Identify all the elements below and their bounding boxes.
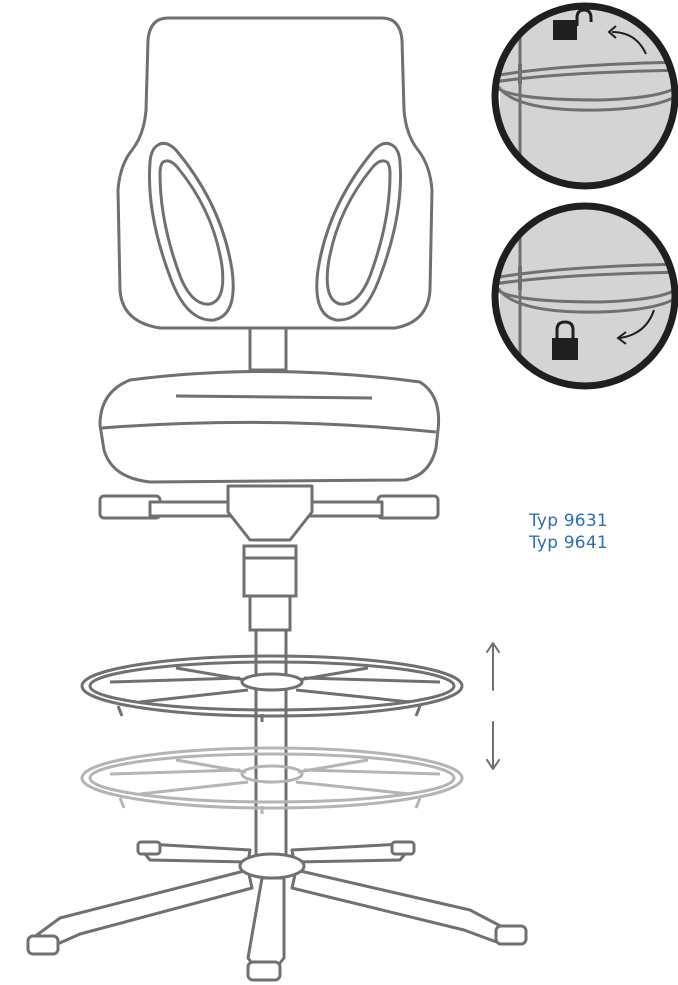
backrest [116, 16, 434, 330]
lock-closed-icon [552, 320, 578, 360]
detail-locked [491, 202, 678, 390]
type-label-9641: Typ 9641 [529, 533, 608, 553]
gas-column [242, 544, 298, 862]
detail-unlocked [491, 2, 678, 190]
chair-base [26, 840, 528, 982]
footring-lowered [80, 746, 464, 814]
seat [98, 370, 441, 484]
seat-mechanism [98, 484, 440, 542]
backrest-post [248, 326, 288, 372]
rotate-open-arrow-icon [611, 31, 647, 55]
type-labels: Typ 9631 Typ 9641 [529, 510, 608, 554]
up-down-arrows-icon [486, 642, 500, 770]
lock-open-icon [553, 8, 593, 40]
type-label-9631: Typ 9631 [529, 511, 608, 531]
rotate-close-arrow-icon [619, 309, 655, 339]
footring-raised [80, 654, 464, 722]
